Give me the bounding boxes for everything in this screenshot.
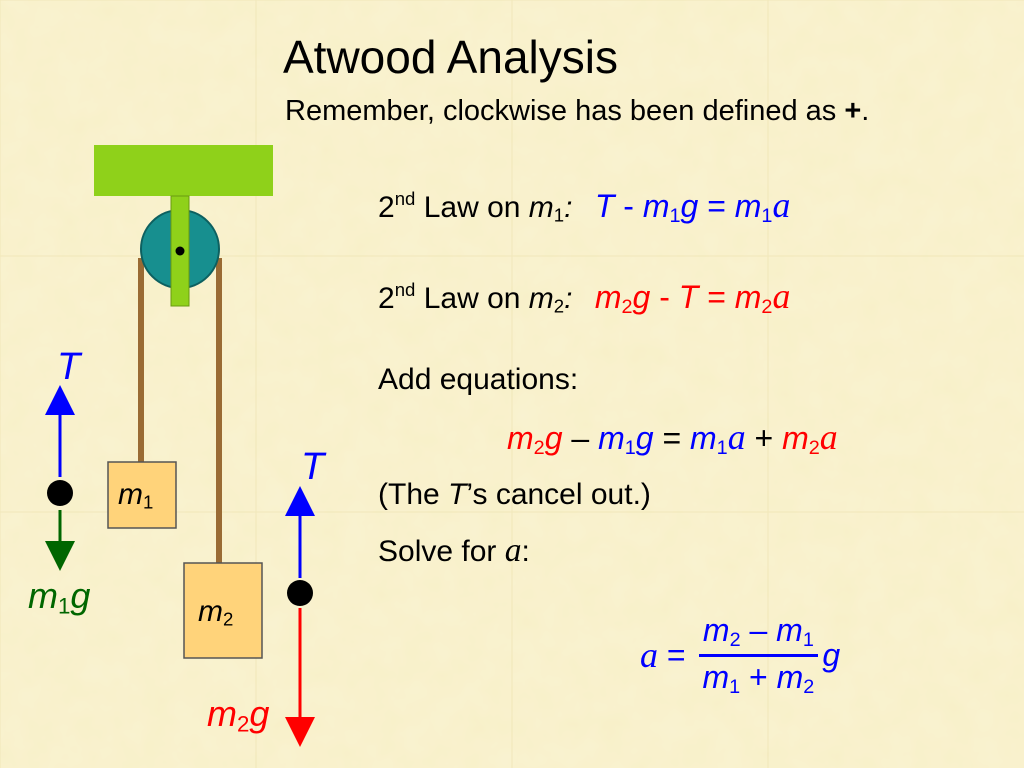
summed-equation: m2g – m1g = m1a + m2a — [507, 417, 838, 459]
ceiling-block — [94, 145, 273, 196]
mass-1-block — [107, 461, 177, 529]
equation-m1: T - m1g = m1a — [594, 185, 791, 227]
equation-m2: m2g - T = m2a — [594, 276, 791, 318]
body-dot-left — [47, 480, 73, 506]
solve-for-text: Solve for a: — [378, 532, 530, 569]
tension-label-left: T — [57, 346, 81, 388]
acceleration-formula: a = m2 – m1 m1 + m2 g — [640, 612, 841, 699]
mass-2-block — [183, 562, 263, 659]
body-dot-right — [287, 580, 313, 606]
fraction-denominator: m1 + m2 — [702, 658, 815, 698]
second-law-m2: 2nd Law on m2: m2g - T = m2a — [378, 276, 791, 318]
add-equations-text: Add equations: — [378, 363, 579, 396]
mass-2-label: m2 — [198, 595, 234, 630]
fraction-numerator: m2 – m1 — [698, 612, 818, 657]
pulley-axle-dot — [175, 246, 185, 256]
slide-subtitle: Remember, clockwise has been defined as … — [285, 95, 870, 127]
weight-label-right: m2g — [207, 693, 270, 737]
second-law-m1: 2nd Law on m1: T - m1g = m1a — [378, 185, 791, 227]
mass-1-label: m1 — [118, 478, 154, 513]
weight-label-left: m1g — [28, 575, 91, 619]
formula-fraction: m2 – m1 m1 + m2 — [698, 612, 818, 699]
tension-label-right: T — [301, 446, 325, 488]
cancel-note: (The T’s cancel out.) — [378, 478, 651, 511]
slide-title: Atwood Analysis — [283, 31, 618, 83]
